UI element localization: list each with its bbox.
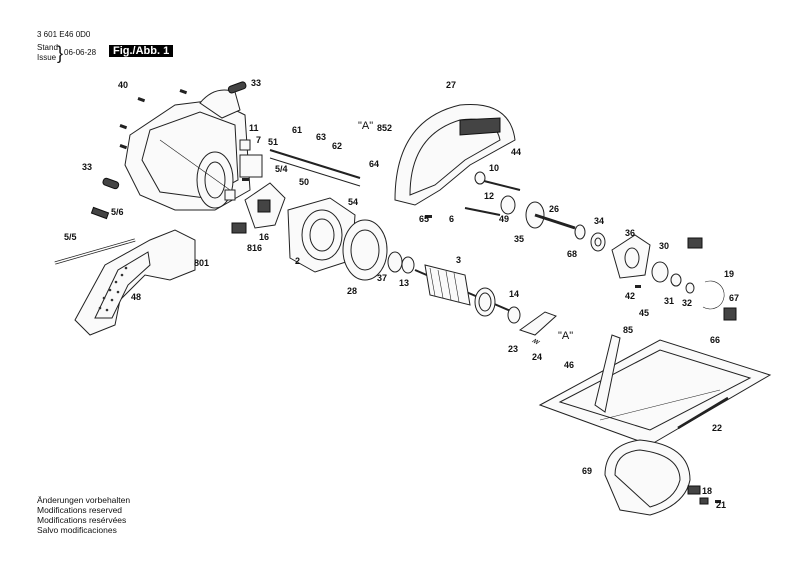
callout-67: 67 [729, 293, 739, 303]
callout-45: 45 [639, 308, 649, 318]
callout-19: 19 [724, 269, 734, 279]
stator-part-2 [287, 197, 356, 273]
callout-12: 12 [484, 191, 494, 201]
callout-labels: 40 33 11 7 61 63 62 51 64 5/4 50 33 5/6 … [64, 78, 739, 510]
issue-date: 06-06-28 [64, 48, 97, 57]
callout-816: 816 [247, 243, 262, 253]
bearings-37-13 [387, 251, 415, 274]
view-marker-a-bottom: "A" [558, 330, 573, 342]
callout-46: 46 [564, 360, 574, 370]
callout-21: 21 [716, 500, 726, 510]
notice-line-es: Salvo modificaciones [37, 525, 117, 535]
power-cable [54, 238, 136, 265]
stand-issue-block: Stand Issue [37, 43, 85, 63]
callout-50: 50 [299, 177, 309, 187]
callout-35: 35 [514, 234, 524, 244]
notice-line-fr: Modifications resérvées [37, 515, 127, 525]
callout-51: 51 [268, 137, 278, 147]
callout-69: 69 [582, 466, 592, 476]
part-number: 3 601 E46 0D0 [37, 30, 91, 39]
callout-36: 36 [625, 228, 635, 238]
base-plate-part-46 [538, 334, 772, 446]
callout-48: 48 [131, 292, 141, 302]
callout-54: 54 [348, 197, 358, 207]
callout-11: 11 [249, 123, 259, 133]
callout-23: 23 [508, 344, 518, 354]
callout-5-6: 5/6 [111, 207, 124, 217]
callout-30: 30 [659, 241, 669, 251]
callout-18: 18 [702, 486, 712, 496]
callout-40: 40 [118, 80, 128, 90]
handle-part-48 [74, 229, 196, 336]
callout-24: 24 [532, 352, 542, 362]
brush-holder-part-16 [244, 182, 286, 229]
callout-49: 49 [499, 214, 509, 224]
small-parts-left [90, 81, 361, 234]
callout-32: 32 [682, 298, 692, 308]
callout-85: 85 [623, 325, 633, 335]
callout-22: 22 [712, 423, 722, 433]
callout-28: 28 [347, 286, 357, 296]
brace-glyph: } [57, 43, 64, 63]
callout-62: 62 [332, 141, 342, 151]
stand-label: Stand [37, 43, 58, 52]
callout-31: 31 [664, 296, 674, 306]
lower-guard-part-69 [604, 439, 709, 516]
callout-61: 61 [292, 125, 302, 135]
callout-5-5: 5/5 [64, 232, 77, 242]
bolt-part-22 [677, 396, 729, 430]
figure-badge: Fig./Abb. 1 [109, 45, 174, 57]
callout-16: 16 [259, 232, 269, 242]
callout-68: 68 [567, 249, 577, 259]
callout-37: 37 [377, 273, 387, 283]
callout-33b: 33 [82, 162, 92, 172]
notice-line-en: Modifications reserved [37, 505, 123, 515]
callout-64: 64 [369, 159, 379, 169]
bearing-flange-36 [611, 234, 737, 321]
callout-42: 42 [625, 291, 635, 301]
callout-63: 63 [316, 132, 326, 142]
view-marker-a-top: "A" [358, 120, 373, 132]
spindle-assembly [464, 171, 606, 252]
armature-part-3 [414, 264, 521, 317]
motor-housing [124, 89, 251, 211]
screws [119, 89, 721, 503]
callout-3: 3 [456, 255, 461, 265]
notice-line-de: Änderungen vorbehalten [37, 495, 131, 505]
blade-guard-part-27 [394, 103, 516, 206]
callout-2: 2 [295, 256, 300, 266]
callout-34: 34 [594, 216, 604, 226]
issue-label: Issue [37, 53, 57, 62]
callout-33: 33 [251, 78, 261, 88]
callout-65: 65 [419, 214, 429, 224]
callout-5-4: 5/4 [275, 164, 288, 174]
callout-852: 852 [377, 123, 392, 133]
callout-6: 6 [449, 214, 454, 224]
callout-44: 44 [511, 147, 521, 157]
callout-26: 26 [549, 204, 559, 214]
callout-14: 14 [509, 289, 519, 299]
callout-801: 801 [194, 258, 209, 268]
callout-66: 66 [710, 335, 720, 345]
callout-7: 7 [256, 135, 261, 145]
parts-14-23-24 [507, 306, 557, 345]
callout-27: 27 [446, 80, 456, 90]
callout-13: 13 [399, 278, 409, 288]
callout-10: 10 [489, 163, 499, 173]
fan-baffle-part-28 [342, 219, 388, 281]
modifications-notice: Änderungen vorbehalten Modifications res… [37, 495, 130, 535]
